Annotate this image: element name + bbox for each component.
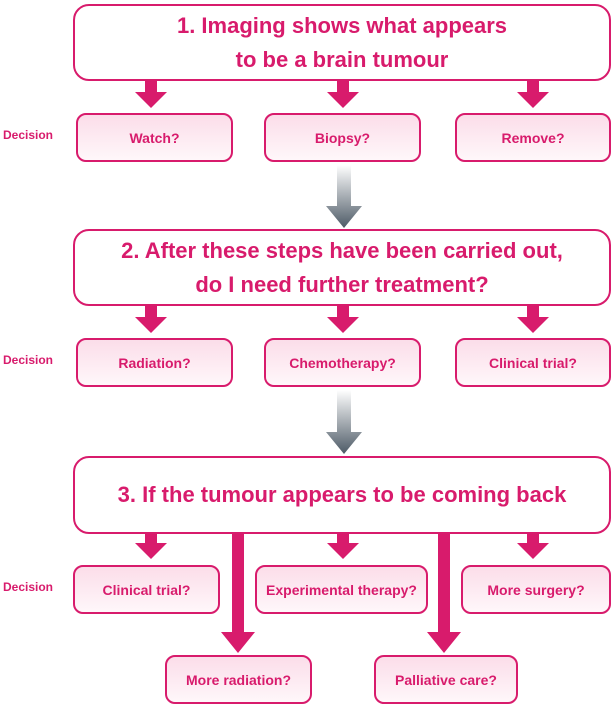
- step-2-title-line-2: do I need further treatment?: [195, 271, 489, 297]
- step-1-title-line-2: to be a brain tumour: [235, 46, 449, 72]
- step3-arrows: [135, 534, 549, 653]
- option-radiation: Radiation?: [76, 338, 233, 387]
- step-3-box: 3. If the tumour appears to be coming ba…: [73, 456, 611, 534]
- option-experimental-therapy: Experimental therapy?: [255, 565, 428, 614]
- arrow-to-remove: [517, 81, 549, 108]
- option-more-surgery: More surgery?: [461, 565, 611, 614]
- arrow-to-clinical-trial-3: [135, 534, 167, 559]
- gray-arrow-1: [326, 165, 362, 228]
- step1-arrows: [135, 81, 549, 108]
- step-1-box: 1. Imaging shows what appears to be a br…: [73, 4, 611, 81]
- arrow-to-radiation: [135, 306, 167, 333]
- step-2-title-line-1: 2. After these steps have been carried o…: [121, 237, 563, 263]
- gray-arrow-2: [326, 390, 362, 454]
- arrow-to-biopsy: [327, 81, 359, 108]
- arrow-to-chemotherapy: [327, 306, 359, 333]
- arrow-to-watch: [135, 81, 167, 108]
- decision-label-1: Decision: [3, 128, 54, 142]
- arrow-to-more-surgery: [517, 534, 549, 559]
- option-more-radiation: More radiation?: [165, 655, 312, 704]
- decision-label-2: Decision: [3, 353, 54, 367]
- arrow-to-experimental-therapy: [327, 534, 359, 559]
- option-chemotherapy: Chemotherapy?: [264, 338, 421, 387]
- arrow-to-palliative-care: [427, 534, 461, 653]
- arrow-to-clinical-trial-2: [517, 306, 549, 333]
- arrow-to-more-radiation: [221, 534, 255, 653]
- option-clinical-trial-3: Clinical trial?: [73, 565, 220, 614]
- step-3-title: 3. If the tumour appears to be coming ba…: [117, 482, 567, 507]
- option-palliative-care: Palliative care?: [374, 655, 518, 704]
- option-watch: Watch?: [76, 113, 233, 162]
- step2-arrows: [135, 306, 549, 333]
- decision-label-3: Decision: [3, 580, 54, 594]
- step-1-title-line-1: 1. Imaging shows what appears: [176, 12, 508, 38]
- option-clinical-trial-2: Clinical trial?: [455, 338, 611, 387]
- option-biopsy: Biopsy?: [264, 113, 421, 162]
- step-2-box: 2. After these steps have been carried o…: [73, 229, 611, 306]
- option-remove: Remove?: [455, 113, 611, 162]
